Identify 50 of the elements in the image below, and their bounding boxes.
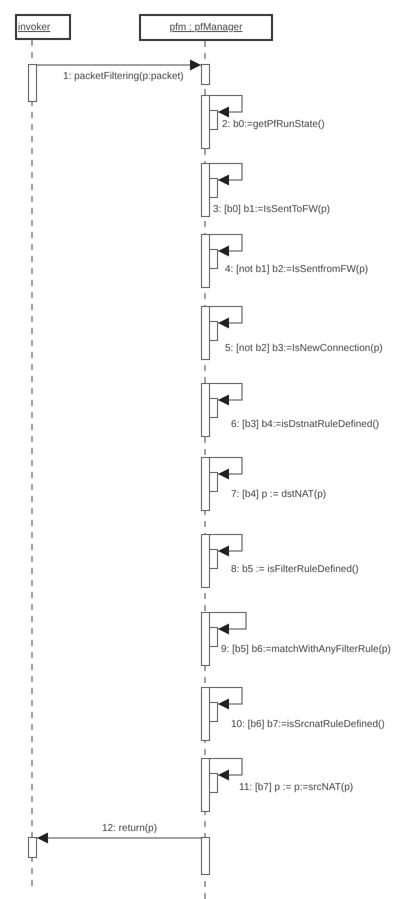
message-label: 11: [b7] p := p:=srcNAT(p) <box>238 782 354 794</box>
activation-bar <box>201 534 210 588</box>
activation-bar <box>209 398 218 418</box>
message-label: 10: [b6] b7:=isSrcnatRuleDefined() <box>230 719 386 731</box>
self-message-arrow <box>210 534 242 556</box>
message-arrow <box>36 60 202 70</box>
self-message-arrow <box>210 234 242 256</box>
activation-bar <box>201 383 210 437</box>
activation-bar <box>209 321 218 341</box>
object-box: pfm : pfManager <box>139 14 273 41</box>
activation-bar <box>201 95 210 149</box>
activation-bar <box>201 234 210 288</box>
activation-bar <box>209 702 218 722</box>
message-label: 2: b0:=getPfRunState() <box>221 119 326 131</box>
message-label: 5: [not b2] b3:=IsNewConnection(p) <box>224 343 384 355</box>
activation-bar <box>201 687 210 741</box>
self-message-arrow <box>210 457 242 480</box>
activation-bar <box>201 758 210 812</box>
activation-bar <box>209 178 218 198</box>
self-message-arrow <box>210 163 242 186</box>
activation-bar <box>28 64 37 102</box>
activation-bar <box>209 472 218 492</box>
message-label: 9: [b5] b6:=matchWithAnyFilterRule(p) <box>220 644 392 656</box>
self-message-arrow <box>210 383 242 406</box>
activation-bar <box>209 773 218 793</box>
message-label: 7: [b4] p := dstNAT(p) <box>230 489 328 501</box>
message-label: 8: b5 := isFilterRuleDefined() <box>230 564 360 576</box>
message-label: 1: packetFiltering(p:packet) <box>62 71 185 83</box>
activation-bar <box>201 306 210 360</box>
message-label: 6: [b3] b4:=isDstnatRuleDefined() <box>230 419 380 431</box>
self-message-arrow <box>210 758 242 780</box>
activation-bar <box>201 612 210 666</box>
activation-bar <box>201 64 210 85</box>
message-arrow <box>36 832 202 844</box>
activation-bar <box>209 627 218 647</box>
message-label: 4: [not b1] b2:=IsSentfromFW(p) <box>224 264 370 276</box>
activation-bar <box>201 837 210 875</box>
self-message-arrow <box>210 687 242 710</box>
message-label: 3: [b0] b1:=IsSentToFW(p) <box>212 204 331 216</box>
activation-bar <box>201 163 210 217</box>
object-box: invoker <box>15 14 71 40</box>
self-message-arrow <box>210 306 242 328</box>
self-message-arrow <box>210 95 242 118</box>
activation-bar <box>209 249 218 269</box>
message-label: 12: return(p) <box>101 823 158 835</box>
activation-bar <box>209 110 218 130</box>
activation-bar <box>28 837 37 858</box>
activation-bar <box>201 457 210 511</box>
self-message-arrow <box>210 612 246 634</box>
activation-bar <box>209 549 218 569</box>
